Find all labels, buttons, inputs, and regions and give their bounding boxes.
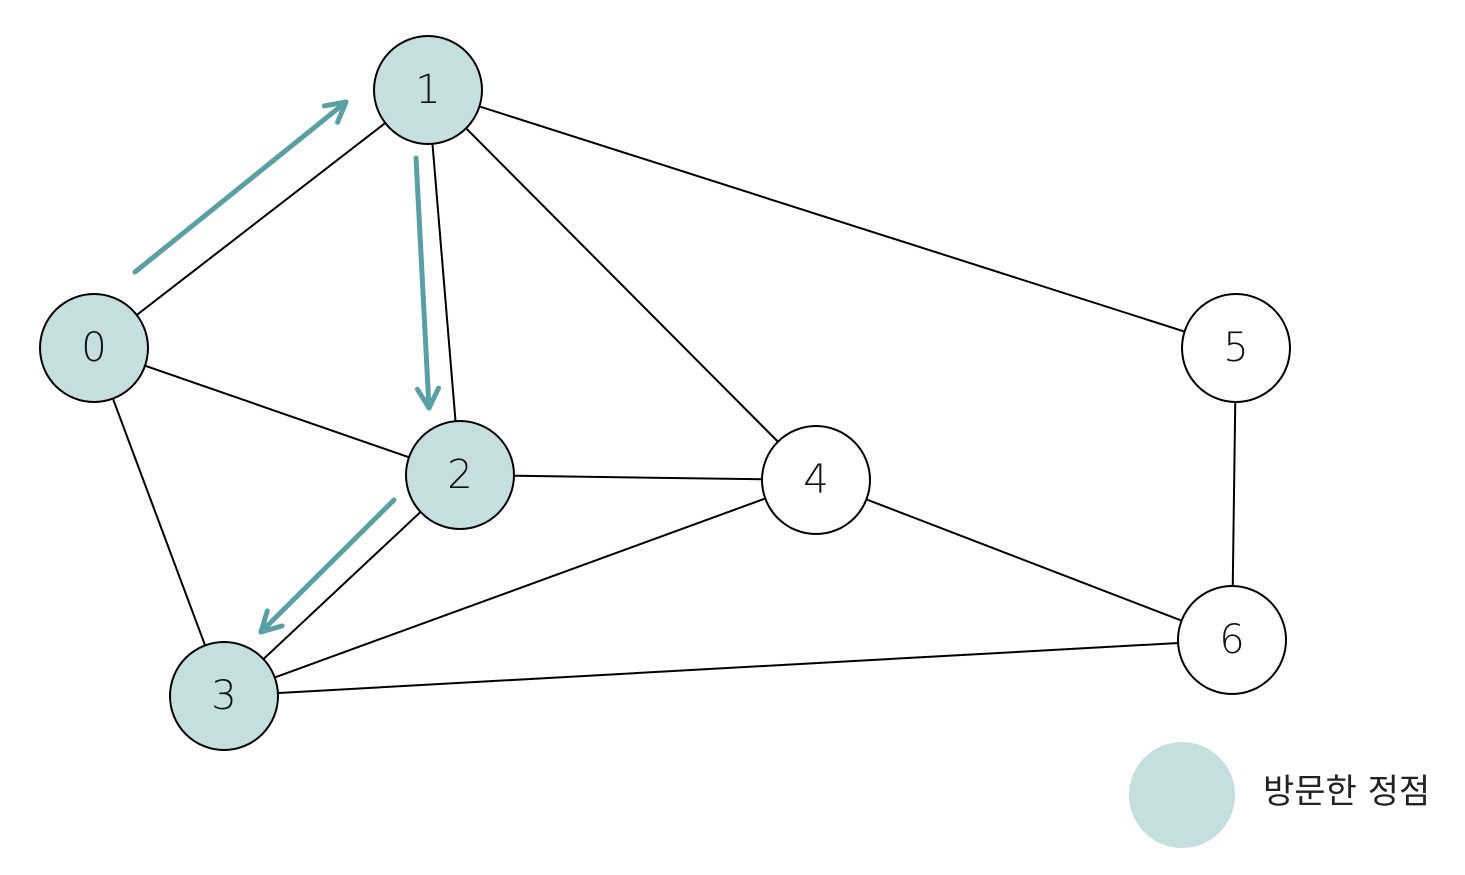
edge-1-2 bbox=[427, 89, 461, 476]
node-circle bbox=[1177, 585, 1287, 695]
node-circle bbox=[1181, 293, 1291, 403]
visited-node-circle bbox=[39, 293, 149, 403]
edge-0-2 bbox=[93, 347, 461, 476]
edge-1-5 bbox=[427, 89, 1237, 349]
node-label: 4 bbox=[803, 457, 828, 503]
edge-1-4 bbox=[427, 89, 817, 481]
node-2: 2 bbox=[405, 420, 515, 530]
node-label: 6 bbox=[1219, 617, 1244, 663]
legend-label: 방문한 정점 bbox=[1263, 772, 1430, 812]
node-label: 3 bbox=[211, 673, 236, 719]
traversal-arrow-2-3 bbox=[258, 497, 397, 635]
node-label: 0 bbox=[81, 325, 106, 371]
visited-node-circle bbox=[373, 35, 483, 145]
edge-0-3 bbox=[93, 347, 225, 697]
node-3: 3 bbox=[169, 641, 279, 751]
traversal-arrows-layer bbox=[132, 99, 442, 635]
edge-3-6 bbox=[223, 639, 1233, 697]
visited-vertex-swatch bbox=[1129, 742, 1235, 848]
edge-3-4 bbox=[223, 479, 817, 697]
node-label: 2 bbox=[447, 452, 472, 498]
legend: 방문한 정점 bbox=[1129, 742, 1430, 848]
nodes-layer: 0 1 2 3 4 5 6 bbox=[39, 35, 1291, 751]
node-5: 5 bbox=[1181, 293, 1291, 403]
visited-node-circle bbox=[405, 420, 515, 530]
node-4: 4 bbox=[761, 425, 871, 535]
edge-2-4 bbox=[459, 474, 817, 481]
node-1: 1 bbox=[373, 35, 483, 145]
visited-node-circle bbox=[169, 641, 279, 751]
node-label: 1 bbox=[415, 67, 440, 113]
traversal-arrow-0-1 bbox=[132, 99, 349, 275]
node-6: 6 bbox=[1177, 585, 1287, 695]
node-circle bbox=[761, 425, 871, 535]
node-label: 5 bbox=[1223, 325, 1248, 371]
traversal-arrow-1-2 bbox=[413, 155, 442, 411]
node-0: 0 bbox=[39, 293, 149, 403]
edge-0-1 bbox=[93, 89, 429, 349]
edge-4-6 bbox=[815, 479, 1233, 641]
edges-layer bbox=[93, 89, 1237, 697]
